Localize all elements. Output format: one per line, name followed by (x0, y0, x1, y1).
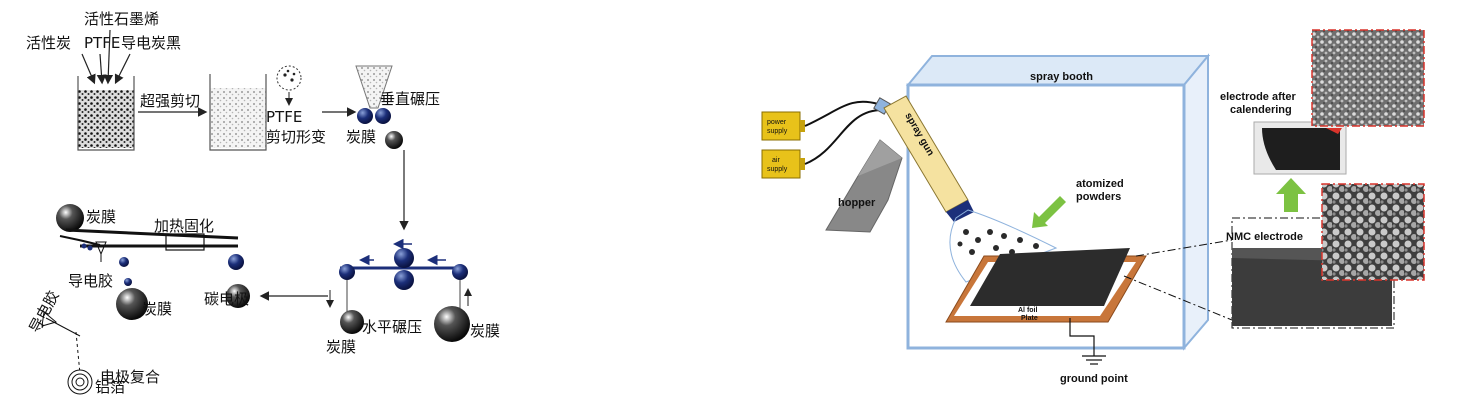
air-supply-box (761, 149, 805, 179)
label-atomized-1: atomized (1076, 178, 1124, 190)
calendered-electrode-photo (1253, 121, 1347, 175)
label-air-1: air (772, 157, 780, 164)
left-process-diagram: 活性石墨烯 活性炭 PTFE 导电炭黑 超强剪切 PTFE 剪切 (26, 10, 500, 396)
label-spray-booth: spray booth (1030, 71, 1093, 83)
label-conductive-carbon-black: 导电炭黑 (121, 34, 181, 52)
label-heat-cure: 加热固化 (154, 217, 214, 235)
connector-lines (1123, 239, 1233, 321)
sheared-beaker (209, 74, 267, 151)
label-atomized-2: powders (1076, 191, 1121, 203)
horizontal-press (326, 238, 472, 342)
mixing-beaker (77, 76, 135, 151)
sem-image-nmc (1321, 183, 1425, 281)
spray-gun (873, 95, 974, 222)
label-al-foil: Al foil (1018, 307, 1037, 314)
label-activated-graphene: 活性石墨烯 (84, 10, 159, 28)
label-ptfe-shear-1: PTFE (266, 108, 302, 126)
label-nmc-electrode: NMC electrode (1226, 231, 1303, 243)
substrate-plate (945, 248, 1147, 323)
label-ptfe-shear-2: 剪切形变 (266, 128, 326, 146)
right-spray-diagram: spray booth power supply air supply hopp… (761, 29, 1425, 385)
composite-line (41, 204, 250, 395)
label-air-2: supply (767, 166, 788, 173)
hopper (825, 139, 903, 233)
label-carbon-electrode: 碳电极 (204, 290, 249, 308)
label-horizontal-press: 水平碾压 (362, 318, 422, 336)
label-hopper: hopper (838, 197, 876, 209)
label-carbon-film-lower: 炭膜 (142, 300, 172, 318)
label-conductive-adhesive-rotated: 导电胶 (26, 288, 63, 336)
label-electrode-composite: 电极复合 (100, 368, 160, 386)
label-plate: Plate (1021, 315, 1038, 322)
label-carbon-film-br: 炭膜 (470, 322, 500, 340)
label-ptfe: PTFE (84, 34, 120, 52)
input-arrows (81, 29, 131, 85)
atomized-arrow (1038, 196, 1066, 224)
al-foil-coating (970, 248, 1130, 306)
label-carbon-film-top: 炭膜 (346, 128, 376, 146)
label-power-2: supply (767, 128, 788, 135)
vertical-press (355, 65, 403, 149)
label-aluminum-foil: 铝箔 (95, 378, 125, 396)
label-vertical-press: 垂直碾压 (380, 90, 440, 108)
label-ground-point: ground point (1060, 373, 1128, 385)
label-activated-carbon: 活性炭 (26, 34, 71, 52)
sem-image-calendered (1311, 29, 1425, 127)
label-high-shear: 超强剪切 (140, 92, 200, 110)
up-arrow-green (1276, 178, 1306, 212)
ptfe-fiber-icon (276, 65, 302, 106)
label-conductive-adhesive: 导电胶 (68, 272, 113, 290)
label-electrode-after-2: calendering (1230, 104, 1292, 116)
label-carbon-film-bl: 炭膜 (326, 338, 356, 356)
air-hose (804, 109, 883, 165)
label-carbon-film-upper: 炭膜 (86, 208, 116, 226)
power-supply-box (761, 111, 805, 141)
power-cable (804, 100, 879, 127)
label-electrode-after-1: electrode after (1220, 91, 1297, 103)
label-power-1: power (767, 119, 787, 126)
ground-symbol (1069, 318, 1106, 365)
